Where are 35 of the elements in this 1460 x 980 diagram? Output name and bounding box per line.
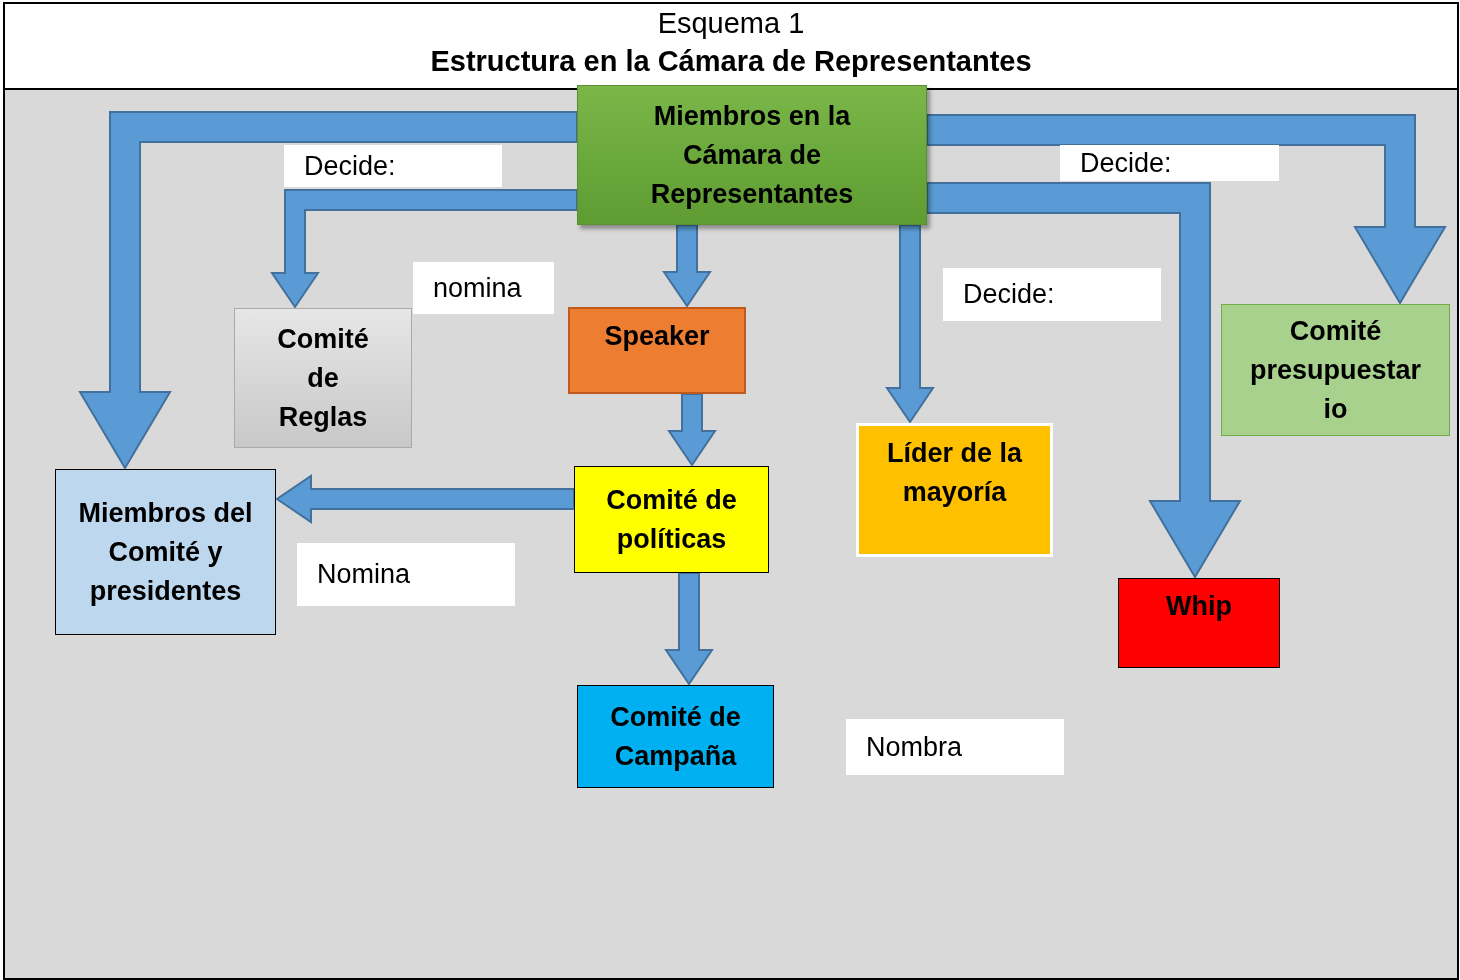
block-arrow bbox=[270, 189, 578, 309]
process-box bbox=[856, 423, 1053, 557]
text-label: Decide: bbox=[284, 145, 502, 187]
process-box bbox=[234, 308, 412, 448]
block-arrow bbox=[78, 111, 578, 470]
process-box bbox=[1118, 578, 1280, 668]
block-arrow bbox=[662, 224, 712, 308]
box-label: Speaker bbox=[604, 320, 710, 353]
block-arrow bbox=[275, 474, 575, 524]
box-label: Comité de Reglas bbox=[276, 322, 370, 434]
process-box bbox=[1221, 304, 1450, 436]
figure-number: Esquema 1 bbox=[657, 6, 805, 41]
block-arrow bbox=[926, 182, 1242, 579]
box-label: Comité presupuestario bbox=[1248, 314, 1423, 426]
text-label: Nomina bbox=[297, 543, 515, 606]
process-box bbox=[577, 85, 927, 225]
text-label: nomina bbox=[413, 262, 554, 314]
block-arrow bbox=[926, 114, 1447, 305]
box-label: Whip bbox=[1166, 590, 1232, 623]
block-arrow bbox=[885, 224, 935, 424]
process-box bbox=[55, 469, 276, 635]
text-label: Decide: bbox=[943, 268, 1161, 321]
text-label: Decide: bbox=[1060, 145, 1279, 181]
box-label: Comité de políticas bbox=[605, 483, 738, 556]
box-label: Miembros en la Cámara de Representantes bbox=[649, 99, 855, 211]
process-box bbox=[577, 685, 774, 788]
block-arrow bbox=[667, 393, 717, 467]
block-arrow bbox=[664, 572, 714, 686]
diagram-title: Estructura en la Cámara de Representantes bbox=[430, 44, 1032, 79]
text-label: Nombra bbox=[846, 719, 1064, 775]
box-label: Líder de la mayoría bbox=[885, 437, 1024, 509]
box-label: Miembros del Comité y presidentes bbox=[77, 496, 254, 608]
box-label: Comité de Campaña bbox=[609, 700, 742, 773]
process-box bbox=[574, 466, 769, 573]
process-box bbox=[568, 307, 746, 394]
